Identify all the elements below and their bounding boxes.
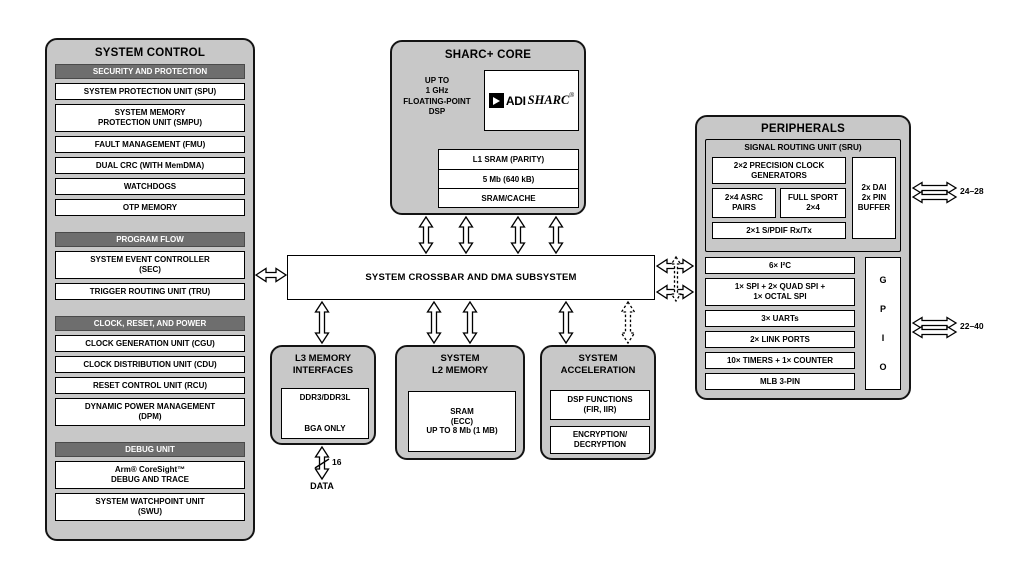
acceleration-panel: SYSTEM ACCELERATION DSP FUNCTIONS (FIR, … bbox=[540, 345, 656, 460]
section-program-flow: PROGRAM FLOW SYSTEM EVENT CONTROLLER (SE… bbox=[55, 232, 245, 300]
gpio-bus-arrow bbox=[911, 316, 958, 330]
xbar-accel-dma-arrow bbox=[620, 300, 636, 345]
dai-pin-bus-arrow bbox=[911, 181, 958, 195]
core-xbar-arrow bbox=[548, 215, 564, 255]
section-header-security: SECURITY AND PROTECTION bbox=[55, 64, 245, 79]
adi-logo-icon bbox=[488, 93, 504, 108]
block-i2c: 6× I²C bbox=[705, 257, 855, 274]
l2-sram-block: SRAM (ECC) UP TO 8 Mb (1 MB) bbox=[408, 391, 516, 452]
gpio-pin-count-label: 22–40 bbox=[960, 321, 984, 331]
system-control-title: SYSTEM CONTROL bbox=[94, 47, 206, 59]
block-swu: SYSTEM WATCHPOINT UNIT (SWU) bbox=[55, 493, 245, 521]
l1-row-parity: L1 SRAM (PARITY) bbox=[472, 155, 545, 164]
adi-logo-text: ADI bbox=[505, 93, 526, 108]
l3-memory-title: L3 MEMORY INTERFACES bbox=[292, 353, 354, 376]
section-security-and-protection: SECURITY AND PROTECTION SYSTEM PROTECTIO… bbox=[55, 64, 245, 216]
block-otp-memory: OTP MEMORY bbox=[55, 199, 245, 216]
sru-box: SIGNAL ROUTING UNIT (SRU) 2×2 PRECISION … bbox=[705, 139, 901, 252]
l1-sram-box: L1 SRAM (PARITY) 5 Mb (640 kB) SRAM/CACH… bbox=[438, 149, 579, 208]
xbar-l2-arrow bbox=[462, 300, 478, 345]
sru-title: SIGNAL ROUTING UNIT (SRU) bbox=[744, 143, 862, 152]
section-header-debug-unit: DEBUG UNIT bbox=[55, 442, 245, 457]
ddr-data-arrow bbox=[314, 445, 330, 481]
xbar-periph-arrow bbox=[655, 284, 695, 300]
sharc-logo-mark: ® bbox=[569, 92, 575, 99]
block-tru: TRIGGER ROUTING UNIT (TRU) bbox=[55, 283, 245, 300]
xbar-l3-arrow bbox=[314, 300, 330, 345]
ddr-data-label: DATA bbox=[310, 481, 334, 491]
block-watchdogs: WATCHDOGS bbox=[55, 178, 245, 195]
crossbar-dma-block: SYSTEM CROSSBAR AND DMA SUBSYSTEM bbox=[287, 255, 655, 300]
xbar-periph-arrow bbox=[655, 258, 695, 274]
block-asrc-pairs: 2×4 ASRC PAIRS bbox=[712, 188, 776, 218]
sharc-core-panel: SHARC+ CORE UP TO 1 GHz FLOATING-POINT D… bbox=[390, 40, 586, 215]
l2-memory-title: SYSTEM L2 MEMORY bbox=[431, 353, 489, 376]
block-uarts: 3× UARTs bbox=[705, 310, 855, 327]
section-debug-unit: DEBUG UNIT Arm® CoreSight™ DEBUG AND TRA… bbox=[55, 442, 245, 521]
core-xbar-arrow bbox=[510, 215, 526, 255]
section-header-clock-reset-power: CLOCK, RESET, AND POWER bbox=[55, 316, 245, 331]
block-full-sport: FULL SPORT 2×4 bbox=[780, 188, 846, 218]
ddr-bus-width-label: 16 bbox=[332, 457, 342, 467]
system-control-panel: SYSTEM CONTROL SECURITY AND PROTECTION S… bbox=[45, 38, 255, 541]
block-spi: 1× SPI + 2× QUAD SPI + 1× OCTAL SPI bbox=[705, 278, 855, 306]
block-precision-clock-generators: 2×2 PRECISION CLOCK GENERATORS bbox=[712, 157, 846, 184]
block-link-ports: 2× LINK PORTS bbox=[705, 331, 855, 348]
core-spec-text: UP TO 1 GHz FLOATING-POINT DSP bbox=[403, 76, 471, 117]
block-smpu: SYSTEM MEMORY PROTECTION UNIT (SMPU) bbox=[55, 104, 245, 132]
gpio-bus-arrow bbox=[911, 325, 958, 339]
l3-memory-panel: L3 MEMORY INTERFACES DDR3/DDR3L BGA ONLY bbox=[270, 345, 376, 445]
ddr-block: DDR3/DDR3L BGA ONLY bbox=[281, 388, 369, 439]
block-encryption: ENCRYPTION/ DECRYPTION bbox=[550, 426, 650, 454]
dai-pin-count-label: 24–28 bbox=[960, 186, 984, 196]
block-cgu: CLOCK GENERATION UNIT (CGU) bbox=[55, 335, 245, 352]
peripherals-title: PERIPHERALS bbox=[761, 123, 845, 135]
adi-sharc-logo: ADI SHARC ® bbox=[484, 70, 579, 131]
dai-pin-bus-arrow bbox=[911, 190, 958, 204]
l1-row-cache: SRAM/CACHE bbox=[439, 188, 578, 207]
core-xbar-arrow bbox=[418, 215, 434, 255]
block-spdif: 2×1 S/PDIF Rx/Tx bbox=[712, 222, 846, 239]
sharc-logo-text: SHARC bbox=[527, 93, 570, 107]
xbar-accel-arrow bbox=[558, 300, 574, 345]
block-coresight: Arm® CoreSight™ DEBUG AND TRACE bbox=[55, 461, 245, 489]
sharc-core-title: SHARC+ CORE bbox=[444, 49, 532, 61]
block-timers-counter: 10× TIMERS + 1× COUNTER bbox=[705, 352, 855, 369]
bga-label: BGA ONLY bbox=[304, 424, 346, 434]
xbar-l2-arrow bbox=[426, 300, 442, 345]
block-dsp-functions: DSP FUNCTIONS (FIR, IIR) bbox=[550, 390, 650, 420]
l1-row-size: 5 Mb (640 kB) bbox=[439, 169, 578, 188]
bus-width-slash bbox=[314, 458, 330, 469]
block-spu: SYSTEM PROTECTION UNIT (SPU) bbox=[55, 83, 245, 100]
section-header-program-flow: PROGRAM FLOW bbox=[55, 232, 245, 247]
block-dual-crc: DUAL CRC (WITH MemDMA) bbox=[55, 157, 245, 174]
l2-memory-panel: SYSTEM L2 MEMORY SRAM (ECC) UP TO 8 Mb (… bbox=[395, 345, 525, 460]
peripherals-panel: PERIPHERALS SIGNAL ROUTING UNIT (SRU) 2×… bbox=[695, 115, 911, 400]
block-dai-pin-buffer: 2x DAI 2x PIN BUFFER bbox=[852, 157, 896, 239]
block-cdu: CLOCK DISTRIBUTION UNIT (CDU) bbox=[55, 356, 245, 373]
section-clock-reset-power: CLOCK, RESET, AND POWER CLOCK GENERATION… bbox=[55, 316, 245, 426]
peripherals-list: 6× I²C 1× SPI + 2× QUAD SPI + 1× OCTAL S… bbox=[705, 257, 855, 390]
block-fmu: FAULT MANAGEMENT (FMU) bbox=[55, 136, 245, 153]
ddr-label: DDR3/DDR3L bbox=[299, 393, 351, 402]
xbar-periph-dma-arrow bbox=[670, 255, 682, 303]
block-dpm: DYNAMIC POWER MANAGEMENT (DPM) bbox=[55, 398, 245, 426]
block-gpio: G P I O bbox=[865, 257, 901, 390]
acceleration-title: SYSTEM ACCELERATION bbox=[560, 353, 636, 376]
block-sec: SYSTEM EVENT CONTROLLER (SEC) bbox=[55, 251, 245, 279]
sysctl-xbar-arrow bbox=[254, 267, 288, 283]
block-mlb: MLB 3-PIN bbox=[705, 373, 855, 390]
core-xbar-arrow bbox=[458, 215, 474, 255]
block-rcu: RESET CONTROL UNIT (RCU) bbox=[55, 377, 245, 394]
